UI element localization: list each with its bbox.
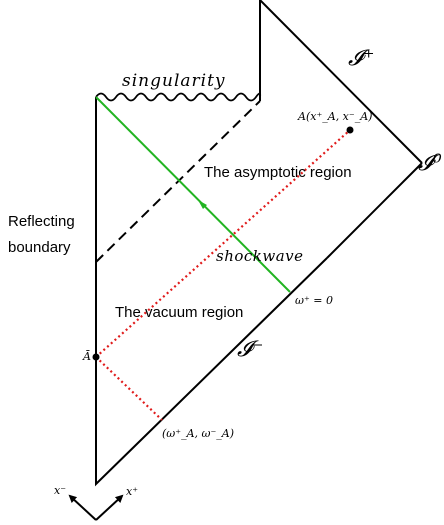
- omega-plus-zero-label: ω⁺ = 0: [295, 294, 333, 307]
- point-A-bar-dot: [92, 353, 100, 361]
- vacuum-region-label: The vacuum region: [115, 304, 243, 321]
- singularity-label: singularity: [122, 71, 226, 91]
- point-A-label: A(x⁺_A, x⁻_A): [297, 110, 372, 123]
- shockwave-arrow-icon: [198, 200, 207, 209]
- past-null-infinity-edge: [326, 162, 423, 259]
- scri-zero-label: 𝓘⁰: [418, 151, 442, 176]
- shockwave-label: shockwave: [216, 247, 304, 265]
- reflecting-label: Reflecting: [8, 213, 75, 230]
- horizon-dashed-line: [95, 100, 261, 263]
- x-minus-axis-label: x⁻: [54, 484, 66, 497]
- shockwave-line: [95, 96, 291, 293]
- asymptotic-region-label: The asymptotic region: [204, 164, 352, 181]
- light-ray-to-omega: [95, 356, 163, 421]
- spacetime-boundary: [95, 0, 423, 487]
- scri-plus-label: 𝓘⁺: [348, 46, 374, 71]
- scri-minus-label: 𝓘⁻: [237, 337, 263, 362]
- x-plus-axis-label: x⁺: [126, 485, 138, 498]
- light-ray-to-A: [95, 129, 351, 358]
- point-A-dot: [346, 126, 354, 134]
- singularity-curve: [95, 92, 262, 102]
- a-bar-label: Ā: [82, 350, 91, 363]
- x-plus-axis-arrow: [95, 494, 124, 521]
- omega-point-label: (ω⁺_A, ω⁻_A): [162, 427, 234, 440]
- x-minus-axis-arrow: [68, 494, 97, 521]
- boundary-label: boundary: [8, 239, 71, 256]
